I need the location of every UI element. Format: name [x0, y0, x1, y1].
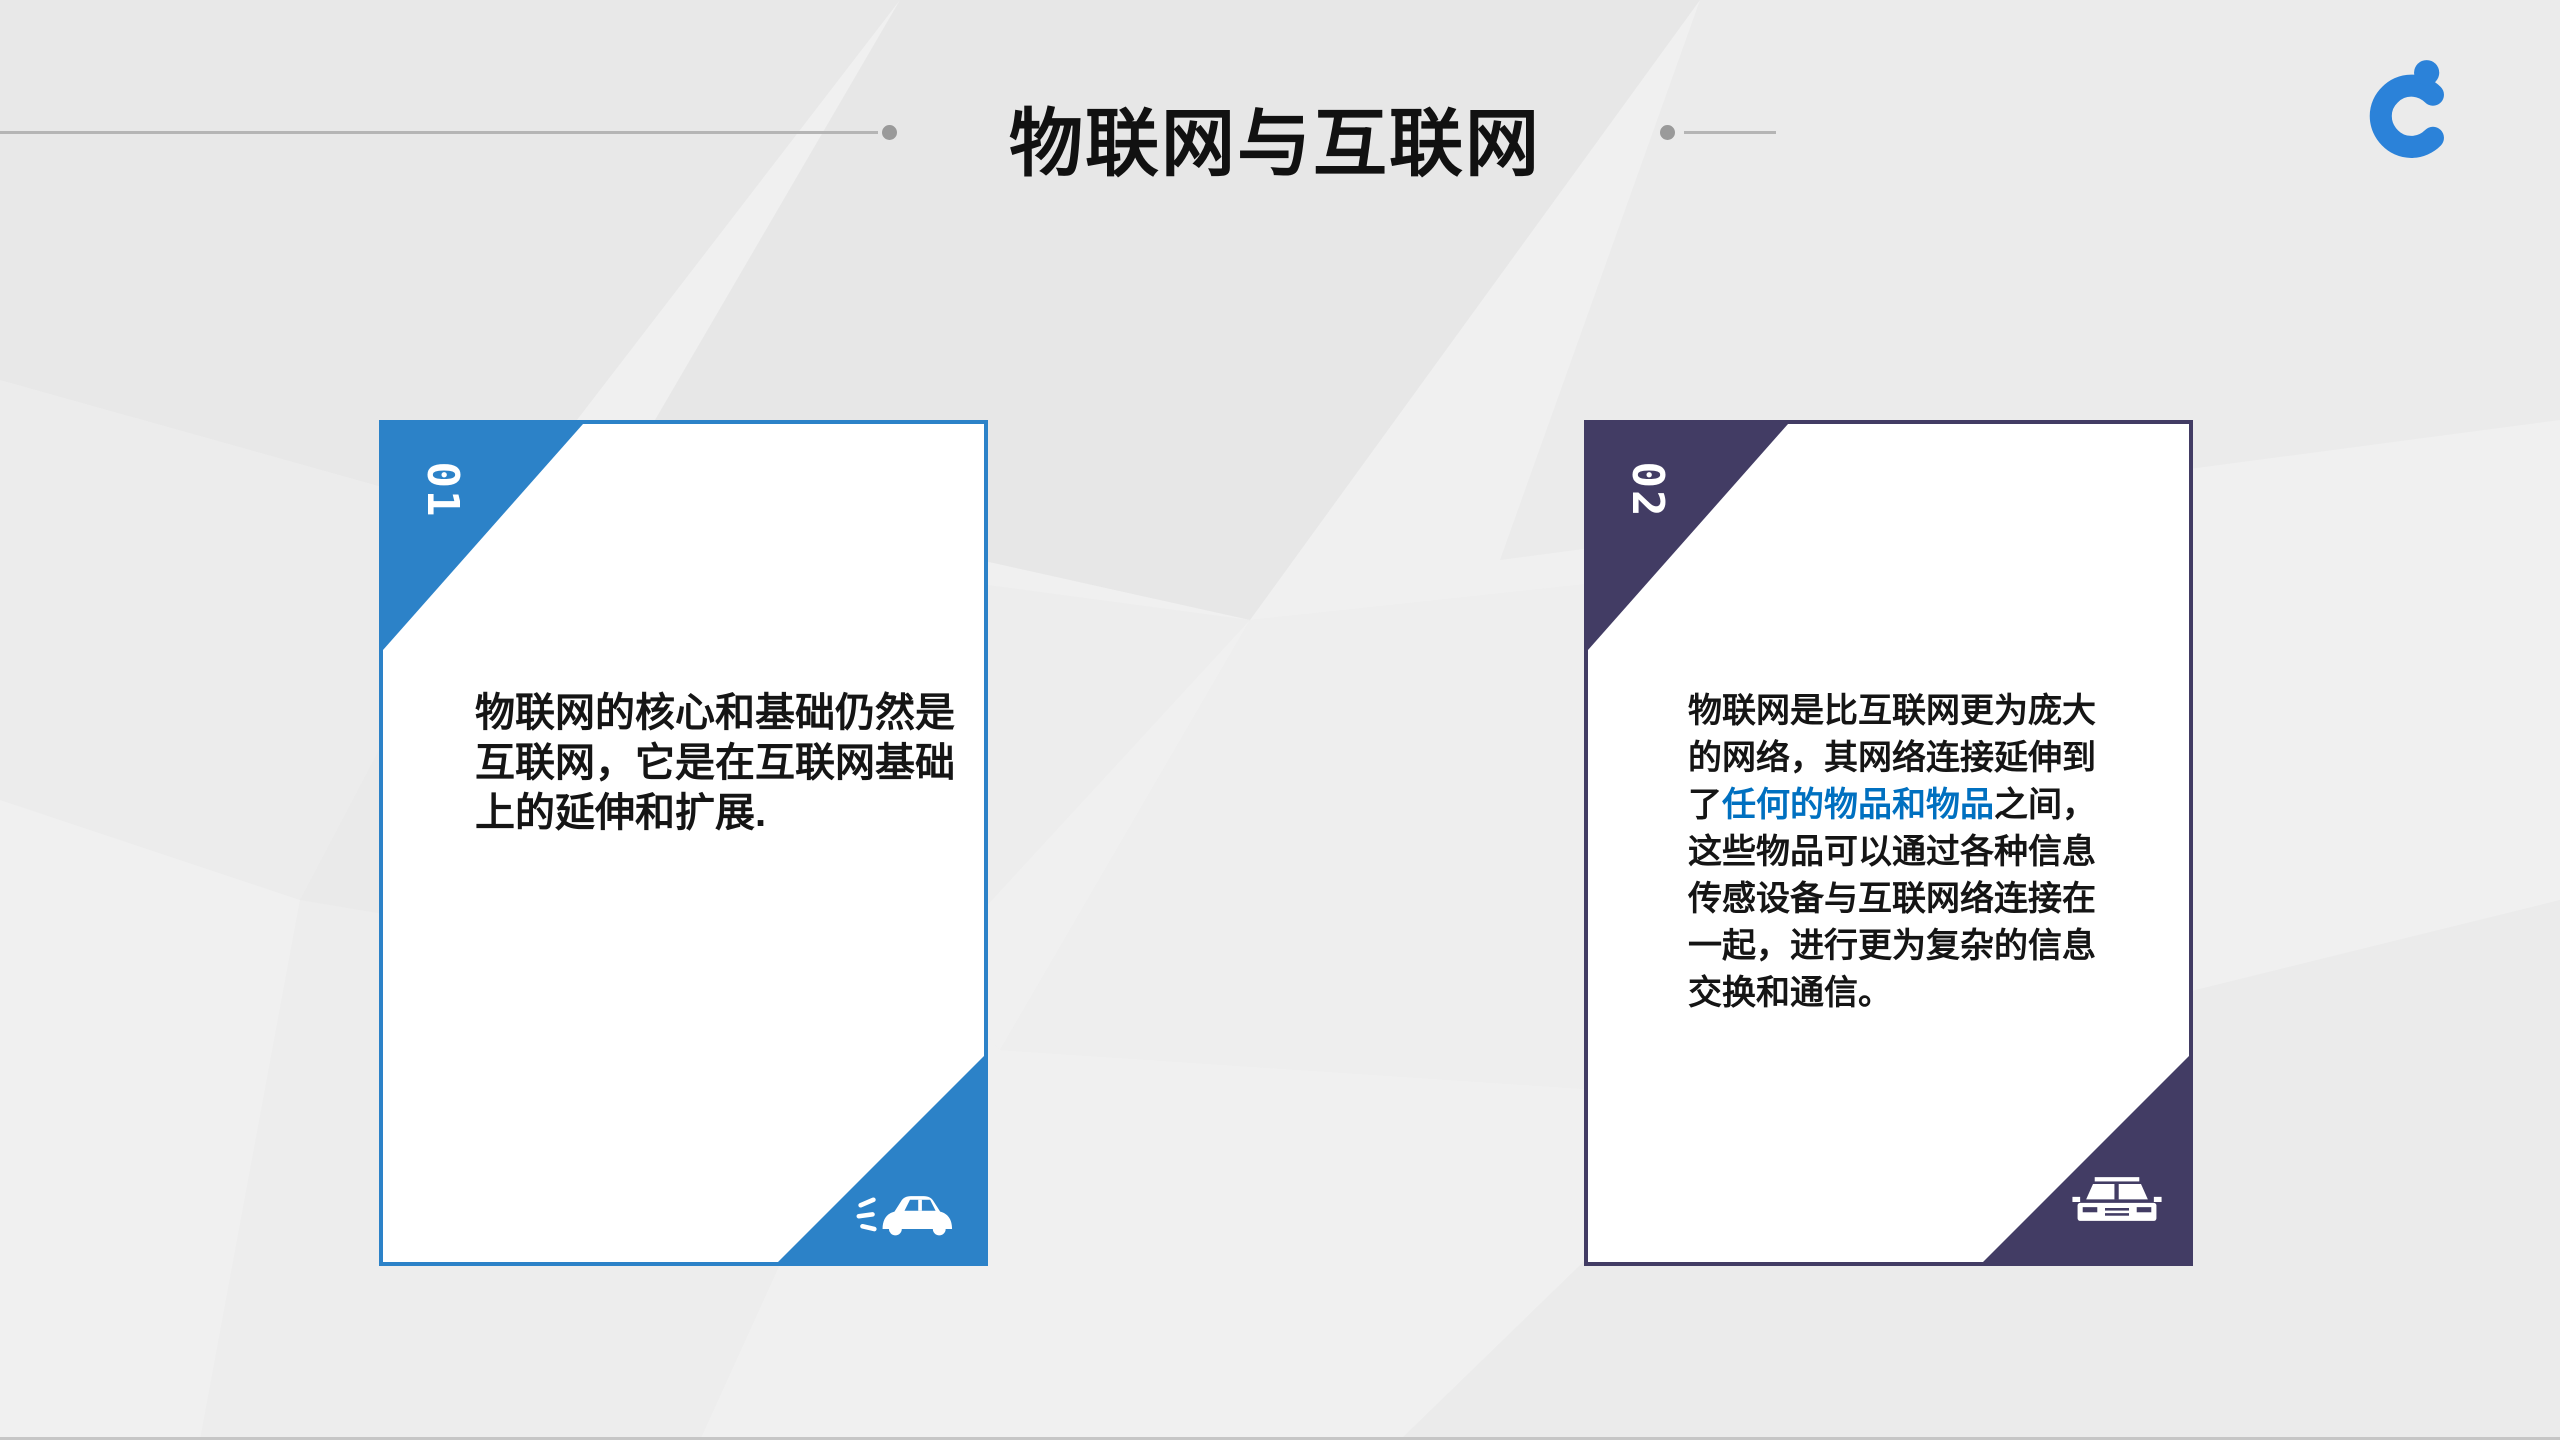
card2-text-highlight: 任何的物品和物品 [1722, 786, 1994, 824]
logo-c-icon [2369, 60, 2444, 158]
card1-text: 物联网的核心和基础仍然是互联网，它是在互联网基础上的延伸和扩展. [475, 691, 955, 835]
card2-number: 02 [1622, 461, 1674, 519]
car-front-icon [2072, 1177, 2162, 1221]
card1-number: 01 [417, 461, 469, 519]
card2-text-after: 之间，这些物品可以通过各种信息传感设备与互联网络连接在一起，进行更为复杂的信息交… [1688, 786, 2096, 1012]
title-dot-right [1660, 125, 1675, 140]
card-iot-core: 01 物联网的核心和基础仍然是互联网，它是在互联网基础上的延伸和扩展. [379, 420, 988, 1266]
card2-text-before: 物联网是比互联网更为庞大的网络，其网络连接延伸到了 [1688, 692, 2096, 824]
car-side-icon [856, 1196, 953, 1236]
card1-corner-ribbon: 01 [383, 424, 583, 650]
title-rule-right [1684, 131, 1776, 134]
brand-logo [2350, 58, 2455, 163]
card1-corner-bottom [778, 1056, 984, 1262]
card2-corner-ribbon: 02 [1588, 424, 1788, 650]
title-dot-left [882, 125, 897, 140]
card2-text: 物联网是比互联网更为庞大的网络，其网络连接延伸到了任何的物品和物品之间，这些物品… [1688, 688, 2118, 1017]
card-iot-network: 02 物联网是比互联网更为庞大的网络，其网络连接延伸到了任何的物品和物品之间，这… [1584, 420, 2193, 1266]
title-rule-left [0, 131, 878, 134]
page-title: 物联网与互联网 [1009, 102, 1541, 185]
card2-corner-bottom [1983, 1056, 2189, 1262]
